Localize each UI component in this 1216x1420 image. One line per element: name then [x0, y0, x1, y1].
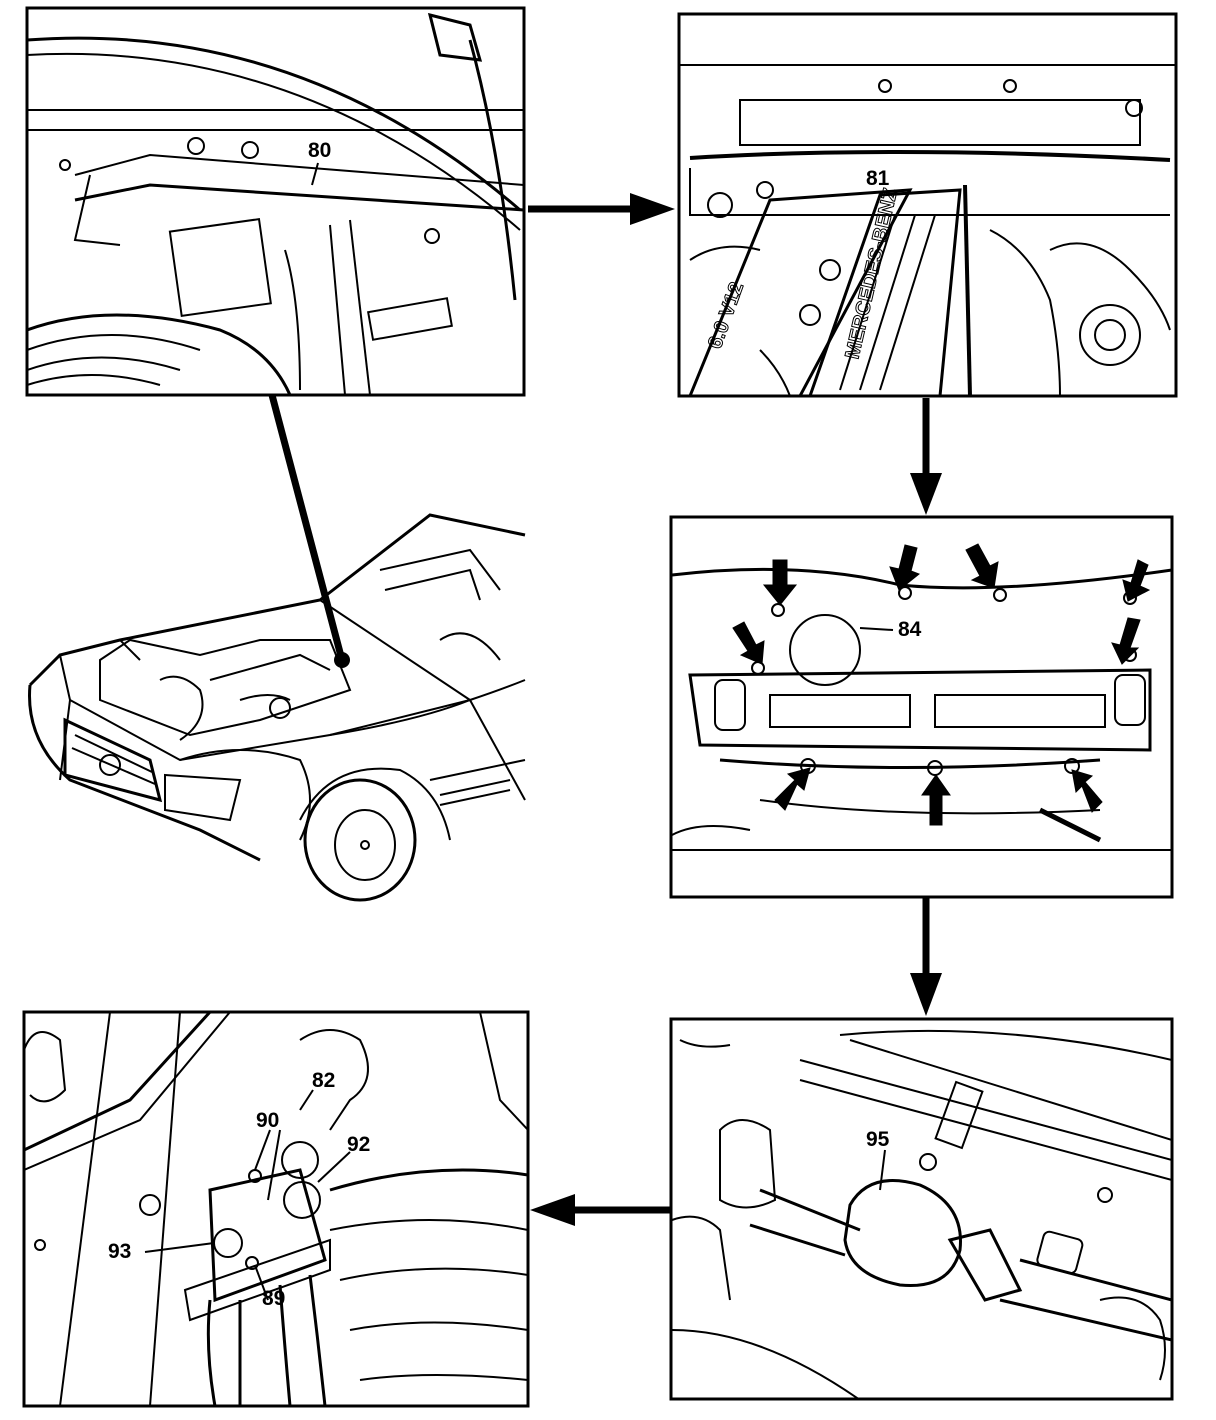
panel-lines: 82 90 92 93 89: [22, 1010, 530, 1408]
engine-cover-text-right: MERCEDES-BENZ: [841, 186, 902, 361]
callout-80: 80: [308, 139, 331, 162]
panel-filter: 95: [669, 1017, 1174, 1401]
callout-90: 90: [256, 1109, 279, 1132]
callout-95: 95: [866, 1128, 890, 1151]
car-illustration: [28, 513, 526, 902]
callout-82: 82: [312, 1069, 335, 1092]
flow-arrows: [268, 193, 942, 1226]
engine-cover-text-left: 6.0 V12: [704, 279, 748, 351]
callout-92: 92: [347, 1133, 370, 1156]
callout-89: 89: [262, 1287, 285, 1310]
callout-84: 84: [898, 618, 922, 641]
panel-cover: 84: [669, 515, 1174, 899]
panel-engine-cover: 6.0 V12 MERCEDES-BENZ 81: [677, 12, 1178, 398]
callout-93: 93: [108, 1240, 131, 1263]
panel-hood-seal: 80: [25, 6, 526, 397]
callout-81: 81: [866, 167, 890, 190]
